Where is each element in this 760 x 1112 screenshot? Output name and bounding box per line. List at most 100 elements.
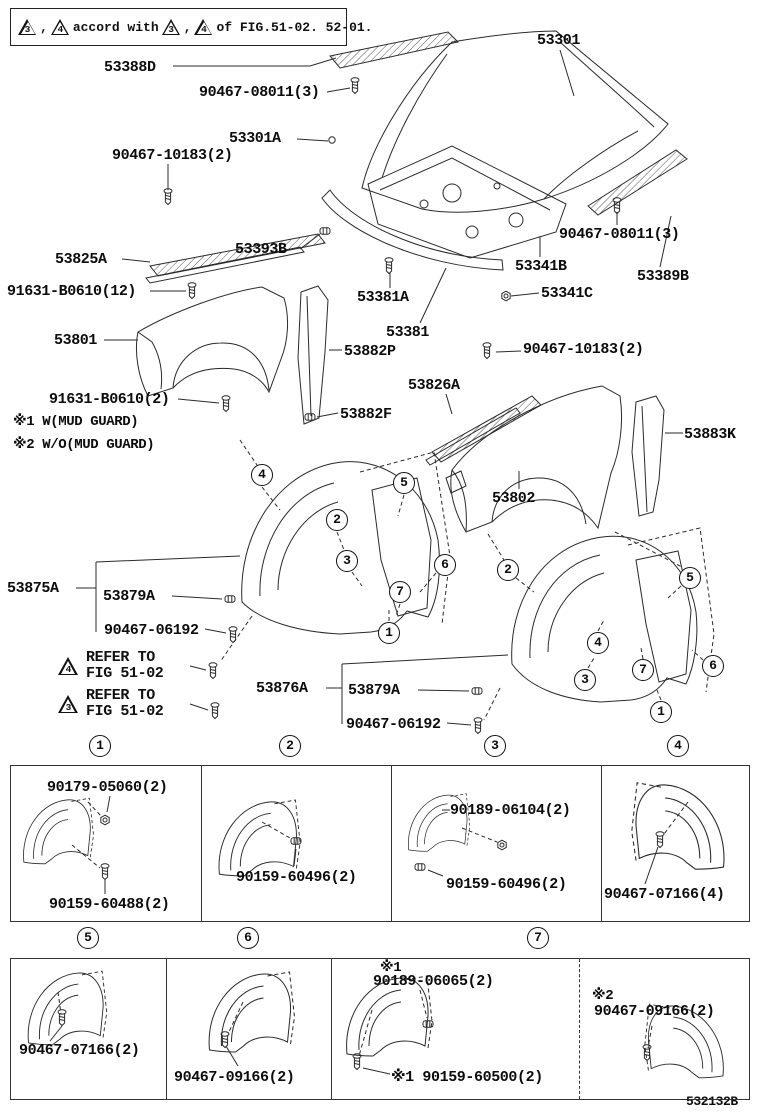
label-53879a-right: 53879A (348, 682, 400, 699)
fig-reference-note-box: 3, 4 accord with 3, 4 of FIG.51-02. 52-0… (10, 8, 372, 46)
label-mud-guard-note-2: ※2 W/O(MUD GUARD) (13, 437, 155, 453)
label-90159-60496-panel3: 90159-60496(2) (446, 876, 567, 893)
fastener-panel-row-2 (10, 958, 750, 1100)
fender-liner-left-illustration (241, 451, 451, 635)
callout-number-7: 7 (527, 927, 549, 949)
label-53882f: 53882F (340, 406, 392, 423)
label-doc-number: 532132B (686, 1094, 738, 1109)
callout-number-4: 4 (251, 464, 273, 486)
label-53825a: 53825A (55, 251, 107, 268)
panel-divider (601, 766, 602, 921)
label-53381a: 53381A (357, 289, 409, 306)
label-90467-06192-left: 90467-06192 (104, 622, 199, 639)
callout-number-2: 2 (326, 509, 348, 531)
fender-brace-right-illustration (631, 395, 665, 517)
callout-number-6: 6 (434, 554, 456, 576)
panel-divider (391, 766, 392, 921)
callout-number-5: 5 (679, 567, 701, 589)
label-53875a: 53875A (7, 580, 59, 597)
label-90189-06104: 90189-06104(2) (450, 802, 571, 819)
note-text: of FIG.51-02. 52-01. (216, 19, 373, 35)
callout-number-5: 5 (77, 927, 99, 949)
label-53388d: 53388D (104, 59, 156, 76)
label-90467-06192-right: 90467-06192 (346, 716, 441, 733)
apron-seal-illustration (425, 395, 542, 466)
label-53801: 53801 (54, 332, 98, 349)
label-53883k: 53883K (684, 426, 736, 443)
label-90189-06065: 90189-06065(2) (373, 973, 494, 990)
callout-number-3: 3 (484, 735, 506, 757)
note-text: accord with (72, 19, 159, 35)
note-text: , (183, 19, 192, 35)
label-90467-08011-top: 90467-08011(3) (199, 84, 320, 101)
label-53341b: 53341B (515, 258, 567, 275)
label-53879a-left: 53879A (103, 588, 155, 605)
callout-number-3: 3 (336, 550, 358, 572)
callout-number-6: 6 (237, 927, 259, 949)
label-53393b: 53393B (235, 241, 287, 258)
panel-divider (166, 959, 167, 1099)
label-53301: 53301 (537, 32, 581, 49)
panel-divider (201, 766, 202, 921)
callout-number-7: 7 (632, 659, 654, 681)
callout-number-7: 7 (389, 581, 411, 603)
label-53802: 53802 (492, 490, 536, 507)
warning-triangle-icon: 4 (194, 19, 213, 35)
label-90159-60488: 90159-60488(2) (49, 896, 170, 913)
cowl-seal-right-illustration (587, 149, 688, 216)
callout-number-1: 1 (89, 735, 111, 757)
callout-number-4: 4 (587, 632, 609, 654)
hood-front-seal-illustration (321, 189, 504, 271)
label-mud-guard-note-1: ※1 W(MUD GUARD) (13, 414, 139, 430)
warning-triangle-icon: 3 (161, 19, 181, 35)
label-90467-07166-2: 90467-07166(2) (19, 1042, 140, 1059)
hood-insulator-illustration (367, 145, 567, 259)
callout-number-2: 2 (497, 559, 519, 581)
fastener-panel-row-1 (10, 765, 750, 922)
label-mark-2: ※2 (592, 988, 614, 1004)
label-91631-b0610-2: 91631-B0610(2) (49, 391, 170, 408)
callout-number-3: 3 (574, 669, 596, 691)
callout-number-1: 1 (650, 701, 672, 723)
panel-divider (331, 959, 332, 1099)
label-53876a: 53876A (256, 680, 308, 697)
label-90467-10183-right: 90467-10183(2) (523, 341, 644, 358)
label-53882p: 53882P (344, 343, 396, 360)
cowl-top-panel-left-illustration (145, 233, 326, 284)
label-90467-07166-4: 90467-07166(4) (604, 886, 725, 903)
warning-triangle-icon: 3 (18, 19, 37, 35)
label-mark-1: ※1 (380, 960, 402, 976)
callout-number-2: 2 (279, 735, 301, 757)
warning-triangle-icon: 3 (58, 695, 79, 713)
fender-right-illustration (445, 385, 623, 533)
callout-leader-lines (219, 439, 704, 721)
leader-lines (76, 49, 683, 726)
fender-liner-right-illustration (511, 527, 715, 703)
label-53826a: 53826A (408, 377, 460, 394)
label-53389b: 53389B (637, 268, 689, 285)
label-91631-b0610-12: 91631-B0610(12) (7, 283, 137, 300)
note-text: , (40, 19, 48, 35)
label-90467-09166-panel6: 90467-09166(2) (174, 1069, 295, 1086)
fender-brace-left-illustration (297, 285, 329, 425)
warning-triangle-icon: 4 (58, 657, 79, 675)
label-90467-10183-left: 90467-10183(2) (112, 147, 233, 164)
label-90159-60500: ※1 90159-60500(2) (391, 1069, 543, 1086)
callout-number-6: 6 (702, 655, 724, 677)
callout-number-5: 5 (393, 472, 415, 494)
label-90467-08011-right: 90467-08011(3) (559, 226, 680, 243)
label-90159-60496-panel2: 90159-60496(2) (236, 869, 357, 886)
label-90179-05060: 90179-05060(2) (47, 779, 168, 796)
label-53301a: 53301A (229, 130, 281, 147)
fastener-icons (163, 77, 622, 734)
hood-hinge-strip-illustration (329, 31, 459, 69)
callout-number-1: 1 (378, 622, 400, 644)
panel-divider-dashed (579, 959, 580, 1099)
hood-illustration (361, 30, 669, 213)
